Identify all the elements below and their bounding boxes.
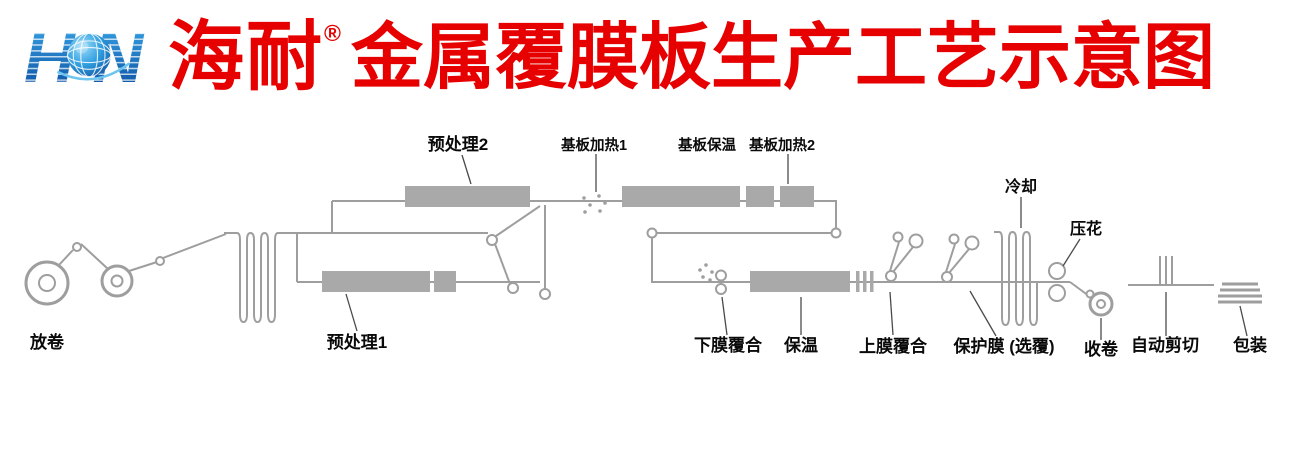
transfer-rollers bbox=[486, 205, 551, 300]
label-auto-cut: 自动剪切 bbox=[1131, 335, 1199, 355]
label-substrate-heat2: 基板加热2 bbox=[748, 136, 815, 154]
label-protective-film: 保护膜 (选覆) bbox=[952, 336, 1054, 356]
label-packing: 包装 bbox=[1233, 335, 1267, 355]
page-title: 金属覆膜板生产工艺示意图 bbox=[350, 18, 1215, 98]
label-cooling: 冷却 bbox=[1005, 177, 1037, 196]
label-pretreat1: 预处理1 bbox=[327, 332, 387, 352]
process-diagram: 放卷 预处理1 预处理2 基板加热1 基板保温 基板加热2 下膜覆合 保温 上膜… bbox=[0, 110, 1300, 450]
label-pretreat2: 预处理2 bbox=[428, 134, 488, 154]
label-insulation: 保温 bbox=[783, 335, 818, 355]
rewind-station bbox=[1069, 281, 1114, 317]
embossing-unit bbox=[1048, 262, 1066, 302]
header: H N H N bbox=[0, 6, 1300, 110]
brand-text: 海耐 bbox=[168, 15, 324, 100]
protective-film-unit bbox=[941, 233, 980, 283]
brand-name: 海耐® bbox=[168, 20, 341, 96]
leader-lines bbox=[345, 154, 1248, 340]
label-substrate-heat1: 基板加热1 bbox=[560, 136, 627, 154]
label-lower-film: 下膜覆合 bbox=[694, 335, 763, 355]
substrate-holding-unit bbox=[622, 186, 740, 207]
registered-mark: ® bbox=[324, 20, 341, 46]
packing-unit bbox=[1218, 282, 1262, 304]
label-substrate-hold: 基板保温 bbox=[677, 136, 736, 154]
globe-icon bbox=[56, 32, 131, 81]
process-flow-svg: 放卷 预处理1 预处理2 基板加热1 基板保温 基板加热2 下膜覆合 保温 上膜… bbox=[24, 134, 1267, 359]
substrate-heating2-unit bbox=[746, 186, 814, 207]
cooling-unit bbox=[994, 230, 1038, 327]
label-embossing: 压花 bbox=[1070, 219, 1102, 238]
entry-accumulator bbox=[224, 201, 488, 324]
pretreatment2-unit bbox=[405, 186, 530, 207]
auto-cut-unit bbox=[1128, 256, 1214, 286]
substrate-heating1-unit bbox=[582, 194, 607, 214]
label-upper-film: 上膜覆合 bbox=[859, 336, 928, 356]
hainai-logo: H N H N bbox=[24, 18, 145, 97]
insulation-unit bbox=[750, 271, 874, 292]
upper-film-unit bbox=[885, 231, 924, 282]
label-rewind: 收卷 bbox=[1084, 339, 1119, 359]
label-unwind: 放卷 bbox=[29, 332, 65, 352]
pretreatment1-unit bbox=[322, 271, 456, 292]
lower-film-unit bbox=[698, 263, 727, 295]
unwind-station bbox=[24, 233, 227, 306]
